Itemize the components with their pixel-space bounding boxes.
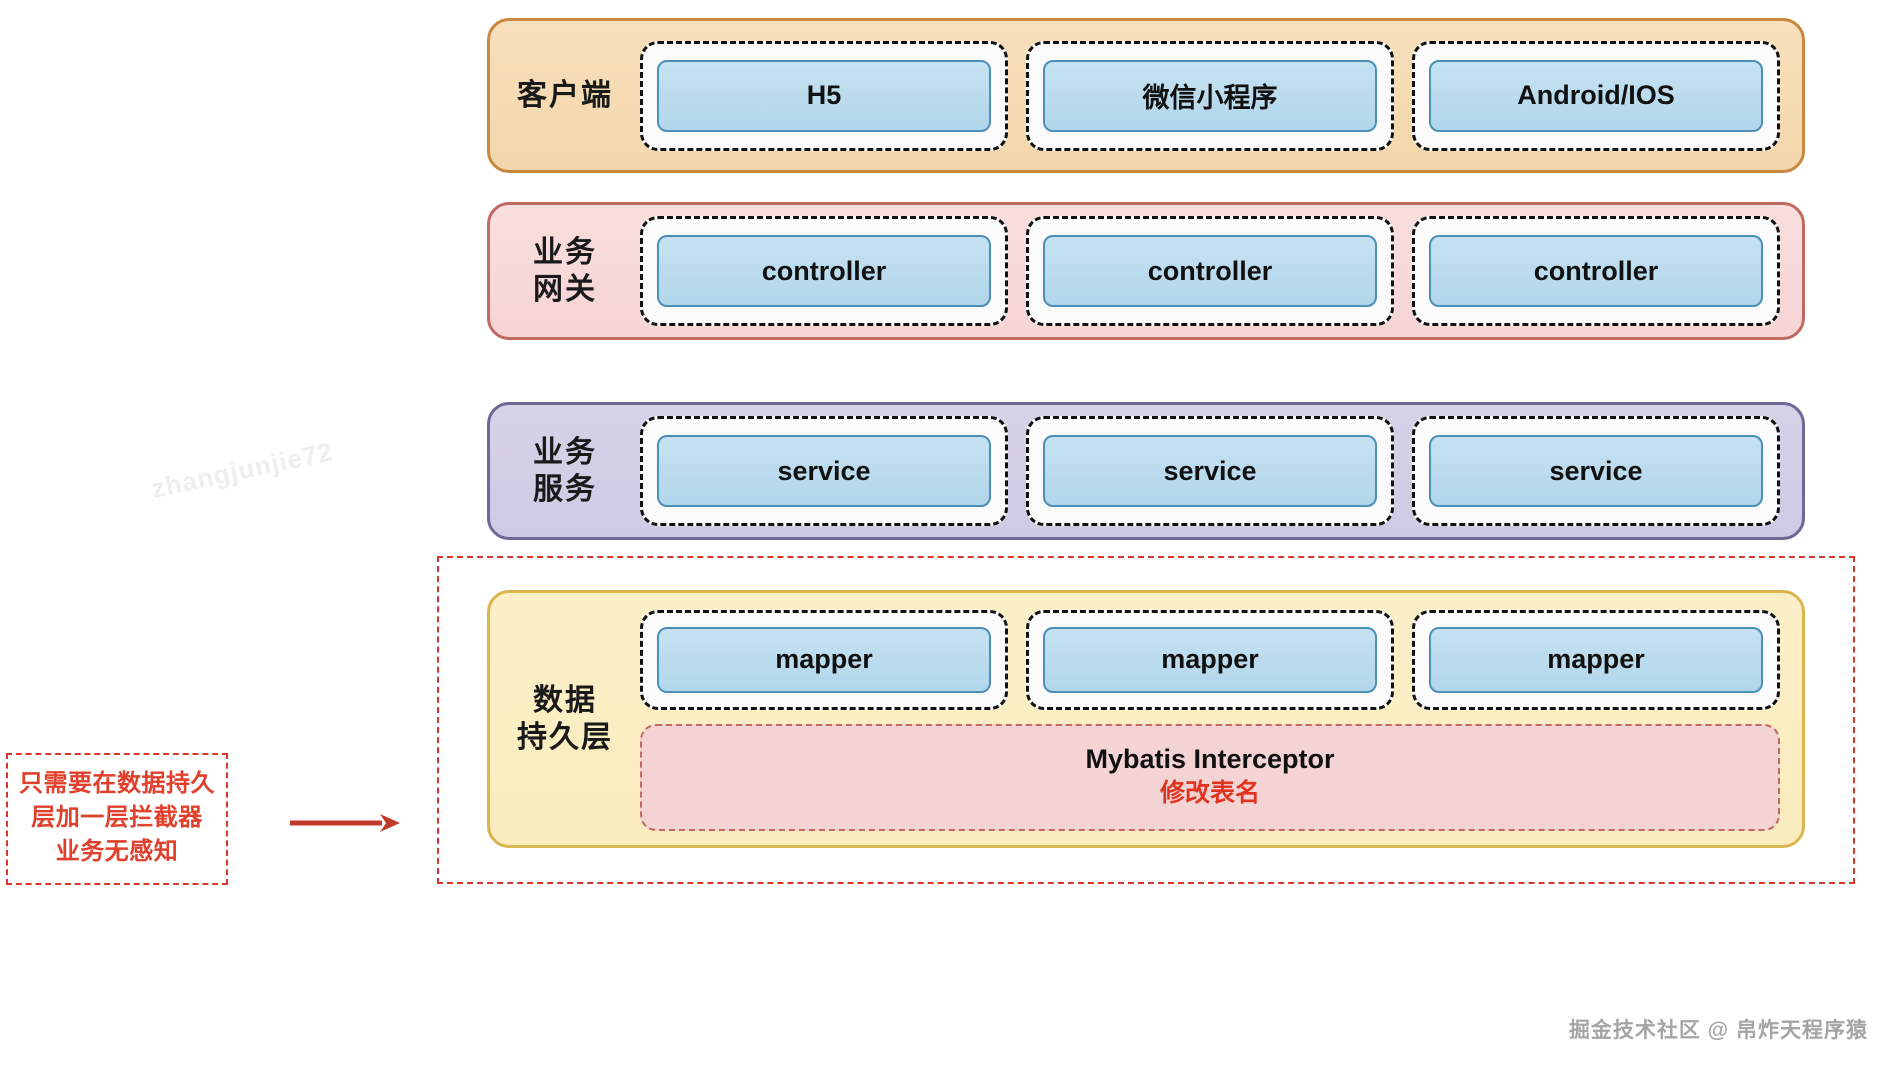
layer-gateway-cells: controller controller controller <box>640 216 1802 326</box>
service-cell-1[interactable]: service <box>640 416 1008 526</box>
node-controller-2[interactable]: controller <box>1043 235 1377 307</box>
arrow-right-icon <box>290 814 400 832</box>
node-service-2[interactable]: service <box>1043 435 1377 507</box>
persistence-cell-3[interactable]: mapper <box>1412 609 1780 710</box>
node-miniprogram[interactable]: 微信小程序 <box>1043 59 1377 132</box>
layer-service: 业务 服务 service service service <box>487 402 1805 540</box>
gateway-cell-3[interactable]: controller <box>1412 216 1780 326</box>
node-mapper-3[interactable]: mapper <box>1429 626 1763 693</box>
gateway-cell-1[interactable]: controller <box>640 216 1008 326</box>
persistence-cell-2[interactable]: mapper <box>1026 609 1394 710</box>
client-cell-mobile[interactable]: Android/IOS <box>1412 40 1780 151</box>
mybatis-interceptor-box[interactable]: Mybatis Interceptor 修改表名 <box>640 724 1780 831</box>
layer-label-gateway: 业务 网关 <box>533 235 597 307</box>
interceptor-subtitle: 修改表名 <box>1159 779 1260 808</box>
layer-persistence: 数据 持久层 mapper mapper mapper Mybatis Inte… <box>487 590 1805 848</box>
interceptor-title: Mybatis Interceptor <box>1085 744 1335 775</box>
client-cell-miniprogram[interactable]: 微信小程序 <box>1026 40 1394 151</box>
service-cell-2[interactable]: service <box>1026 416 1394 526</box>
node-mapper-1[interactable]: mapper <box>657 626 991 693</box>
service-cell-3[interactable]: service <box>1412 416 1780 526</box>
layer-label-service: 业务 服务 <box>533 435 597 507</box>
node-service-1[interactable]: service <box>657 435 991 507</box>
node-h5[interactable]: H5 <box>657 59 991 132</box>
node-service-3[interactable]: service <box>1429 435 1763 507</box>
layer-gateway: 业务 网关 controller controller controller <box>487 202 1805 340</box>
annotation-note: 只需要在数据持久 层加一层拦截器 业务无感知 <box>6 753 228 886</box>
layer-persistence-cells: mapper mapper mapper <box>640 607 1780 712</box>
layer-label-client: 客户端 <box>517 78 613 112</box>
layer-client: 客户端 H5 微信小程序 Android/IOS <box>487 18 1805 173</box>
persistence-body: mapper mapper mapper Mybatis Interceptor… <box>640 593 1802 845</box>
gateway-cell-2[interactable]: controller <box>1026 216 1394 326</box>
node-controller-3[interactable]: controller <box>1429 235 1763 307</box>
watermark-text: zhangjunjie72 <box>148 436 336 504</box>
persistence-cell-1[interactable]: mapper <box>640 609 1008 710</box>
layer-service-cells: service service service <box>640 416 1802 526</box>
node-controller-1[interactable]: controller <box>657 235 991 307</box>
layer-label-persistence: 数据 持久层 <box>517 683 613 755</box>
layer-client-cells: H5 微信小程序 Android/IOS <box>640 40 1802 151</box>
client-cell-h5[interactable]: H5 <box>640 40 1008 151</box>
node-android-ios[interactable]: Android/IOS <box>1429 59 1763 132</box>
node-mapper-2[interactable]: mapper <box>1043 626 1377 693</box>
credit-watermark: 掘金技术社区 @ 帛炸天程序猿 <box>1568 1019 1868 1042</box>
